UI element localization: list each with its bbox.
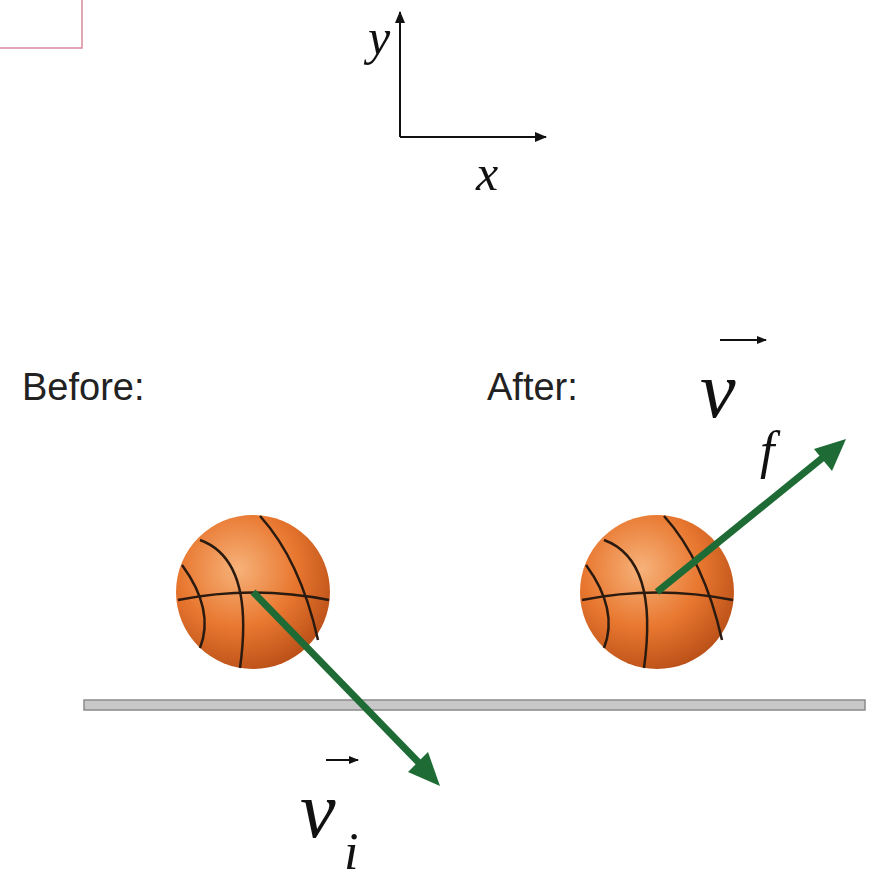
velocity-arrow xyxy=(253,592,424,768)
x-axis xyxy=(400,136,546,138)
arrowhead xyxy=(408,752,440,786)
subscript: i xyxy=(344,826,358,878)
state-label: Before: xyxy=(22,368,145,406)
vector-symbol: v xyxy=(700,350,736,430)
vector-arrow xyxy=(326,759,358,761)
velocity-arrow xyxy=(657,455,826,592)
vector-symbol: v xyxy=(300,770,336,850)
cropped-box xyxy=(0,0,82,48)
arrowhead xyxy=(814,439,846,471)
state-label: After: xyxy=(487,368,578,406)
vector-arrow xyxy=(720,339,766,341)
y-axis xyxy=(399,12,401,137)
subscript: f xyxy=(760,425,774,477)
axis-label: x xyxy=(476,148,498,198)
axis-label: y xyxy=(368,12,390,62)
floor xyxy=(84,700,865,710)
